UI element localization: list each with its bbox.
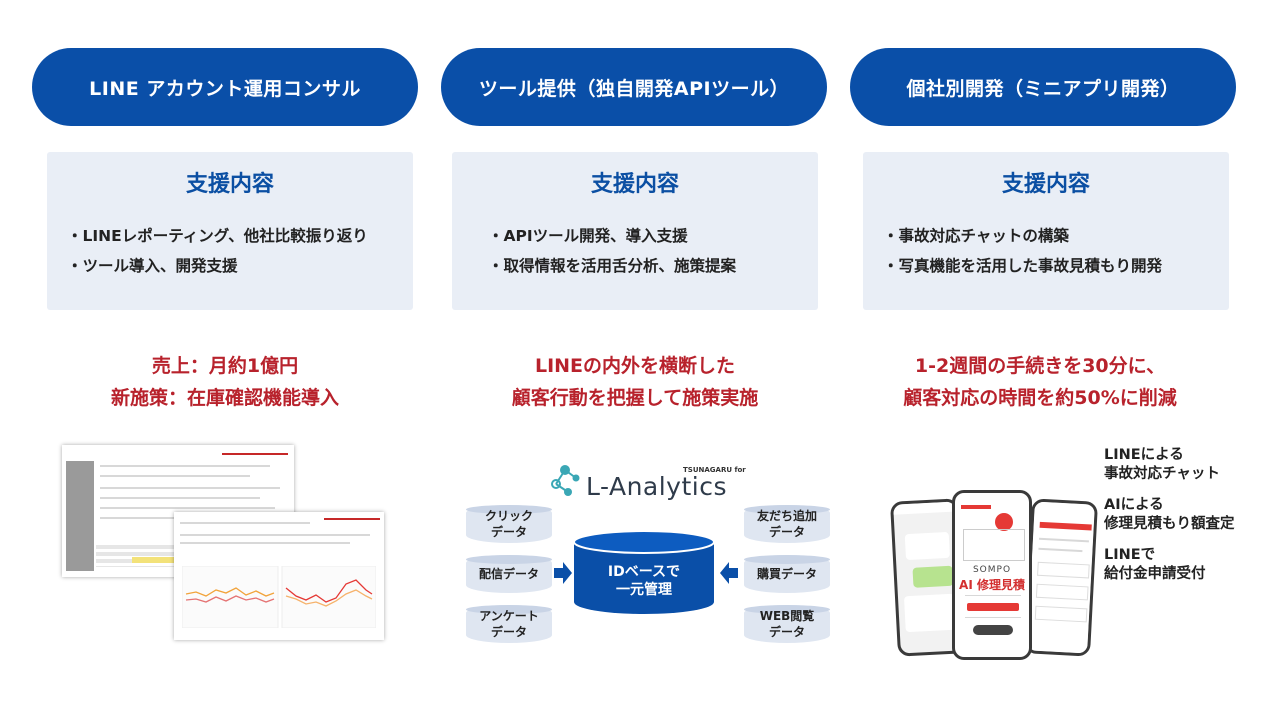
support-item: ・APIツール開発、導入支援 xyxy=(488,227,688,245)
source-delivery-data xyxy=(466,555,552,593)
source-label: 購買データ xyxy=(756,567,817,581)
arrow-right-icon xyxy=(554,562,572,584)
support-box-tool: 支援内容 ・APIツール開発、導入支援 ・取得情報を活用舌分析、施策提案 xyxy=(452,152,818,310)
source-label: データ xyxy=(490,525,527,539)
feature-benefit-application: LINEで 給付金申請受付 xyxy=(1104,547,1206,582)
result-line: 新施策：在庫確認機能導入 xyxy=(110,387,339,409)
l-analytics-logo-icon xyxy=(551,465,580,496)
support-item: ・写真機能を活用した事故見積もり開発 xyxy=(883,257,1163,275)
support-item: ・取得情報を活用舌分析、施策提案 xyxy=(488,257,737,275)
report-thumbnail-front xyxy=(174,512,384,640)
logo-subtext: TSUNAGARU for xyxy=(683,466,746,474)
phone-ai-estimate-screen: SOMPO AI 修理見積 xyxy=(952,490,1032,660)
source-label: データ xyxy=(490,625,527,639)
result-line: 顧客対応の時間を約50%に削減 xyxy=(903,387,1177,409)
support-box-title: 支援内容 xyxy=(185,172,274,197)
support-item: ・事故対応チャットの構築 xyxy=(883,227,1069,245)
header-line-consulting: LINE アカウント運用コンサル xyxy=(32,48,418,126)
feature-chat: LINEによる 事故対応チャット xyxy=(1104,447,1220,482)
result-custom: 1-2週間の手続きを30分に、 顧客対応の時間を約50%に削減 xyxy=(840,350,1240,414)
result-line: 1-2週間の手続きを30分に、 xyxy=(914,355,1166,377)
header-tool-provision: ツール提供（独自開発APIツール） xyxy=(441,48,827,126)
phone-title: AI 修理見積 xyxy=(959,578,1025,592)
support-item: ・ツール導入、開発支援 xyxy=(67,257,238,275)
source-friend-add-data xyxy=(744,505,830,543)
result-tool: LINEの内外を横断した 顧客行動を把握して施策実施 xyxy=(435,350,835,414)
source-purchase-data xyxy=(744,555,830,593)
result-line: LINEの内外を横断した xyxy=(534,355,736,377)
source-label: WEB閲覧 xyxy=(759,609,815,623)
source-click-data xyxy=(466,505,552,543)
source-survey-data xyxy=(466,605,552,643)
result-line: 売上：月約1億円 xyxy=(151,355,299,377)
source-label: データ xyxy=(768,525,805,539)
source-label: アンケート xyxy=(479,609,539,623)
phone-application-screen xyxy=(1023,498,1099,657)
phone-brand: SOMPO xyxy=(972,565,1012,575)
logo-text: L-Analytics xyxy=(586,472,727,501)
result-line: 顧客行動を把握して施策実施 xyxy=(511,387,759,409)
support-box-consulting: 支援内容 ・LINEレポーティング、他社比較振り返り ・ツール導入、開発支援 xyxy=(47,152,413,310)
source-web-browsing-data xyxy=(744,605,830,643)
header-custom-development: 個社別開発（ミニアプリ開発） xyxy=(850,48,1236,126)
arrow-left-icon xyxy=(720,562,738,584)
source-label: 友だち追加 xyxy=(756,509,817,523)
feature-ai-estimate: AIによる 修理見積もり額査定 xyxy=(1104,497,1235,532)
central-database-icon xyxy=(573,530,715,614)
result-consulting: 売上：月約1億円 新施策：在庫確認機能導入 xyxy=(25,350,425,414)
support-box-title: 支援内容 xyxy=(590,172,679,197)
source-label: 配信データ xyxy=(478,567,539,581)
source-label: データ xyxy=(768,625,805,639)
support-box-title: 支援内容 xyxy=(1001,172,1090,197)
source-label: クリック xyxy=(484,509,533,523)
report-chart-graphic xyxy=(182,566,376,628)
support-item: ・LINEレポーティング、他社比較振り返り xyxy=(67,227,368,245)
support-box-custom: 支援内容 ・事故対応チャットの構築 ・写真機能を活用した事故見積もり開発 xyxy=(863,152,1229,310)
central-database-label: IDベースで 一元管理 xyxy=(607,564,681,598)
